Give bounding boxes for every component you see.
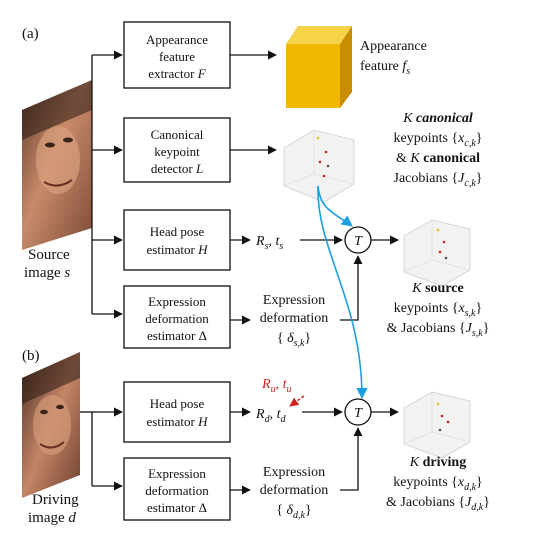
source-kp-line2: keypoints {xs,k} xyxy=(394,301,482,319)
svg-text:Expression: Expression xyxy=(148,294,206,309)
canonical-line4: Jacobians {Jc,k} xyxy=(394,171,483,189)
label-rs-ts: Rs, ts xyxy=(255,234,283,252)
blue-arrow-to-top-t xyxy=(317,185,353,227)
canonical-keypoints-plot xyxy=(283,129,355,203)
blue-arrow-to-bottom-t xyxy=(317,185,368,400)
source-kp-line3: & Jacobians {Js,k} xyxy=(387,321,490,339)
red-dashed-arrow xyxy=(289,395,305,407)
svg-text:Expression: Expression xyxy=(148,466,206,481)
driving-face-image xyxy=(22,352,80,498)
driving-kp-line3: & Jacobians {Jd,k} xyxy=(386,495,490,513)
driving-keypoints-plot xyxy=(403,391,471,459)
appearance-feature-line1: Appearance xyxy=(360,39,427,54)
svg-text:Canonical: Canonical xyxy=(151,127,204,142)
svg-text:deformation: deformation xyxy=(145,483,209,498)
svg-text:estimator Δ: estimator Δ xyxy=(147,328,207,343)
panel-label-a: (a) xyxy=(22,26,39,42)
transform-node-bottom: T xyxy=(344,398,372,426)
svg-text:feature: feature xyxy=(159,49,195,64)
canonical-line3: & K canonical xyxy=(396,151,480,166)
transform-node-top: T xyxy=(344,226,372,254)
svg-text:T: T xyxy=(354,234,363,249)
arrow-expr-s-to-t xyxy=(340,255,363,321)
canonical-line2: keypoints {xc,k} xyxy=(393,131,482,149)
expr-d-line1: Expression xyxy=(263,465,325,480)
box-output-arrows xyxy=(230,50,277,495)
driving-caption-line1: Driving xyxy=(32,492,79,508)
source-caption-line2: image s xyxy=(24,265,70,281)
source-caption-line1: Source xyxy=(28,247,70,263)
expr-s-line3: { δs,k} xyxy=(277,331,311,349)
svg-text:estimator H: estimator H xyxy=(146,242,208,257)
box-canonical-detector: Canonical keypoint detector L xyxy=(123,117,231,183)
svg-text:estimator Δ: estimator Δ xyxy=(147,500,207,515)
appearance-feature-cube xyxy=(286,26,352,108)
driving-caption-line2: image d xyxy=(28,510,76,526)
driving-kp-line1: K driving xyxy=(409,455,466,470)
expr-d-line3: { δd,k} xyxy=(276,503,311,521)
arrow-expr-d-to-t xyxy=(340,427,363,491)
box-expression-source: Expression deformation estimator Δ xyxy=(123,285,231,349)
expr-d-line2: deformation xyxy=(260,483,328,498)
svg-text:Head pose: Head pose xyxy=(150,224,205,239)
svg-text:extractor F: extractor F xyxy=(148,66,206,81)
box-head-pose-driving: Head pose estimator H xyxy=(123,381,231,443)
svg-text:Head pose: Head pose xyxy=(150,396,205,411)
canonical-line1: K canonical xyxy=(402,111,473,126)
driving-kp-line2: keypoints {xd,k} xyxy=(393,475,483,493)
box-appearance-extractor: Appearance feature extractor F xyxy=(123,21,231,89)
svg-text:Appearance: Appearance xyxy=(146,32,208,47)
label-rd-td: Rd, td xyxy=(255,407,286,425)
svg-text:deformation: deformation xyxy=(145,311,209,326)
source-keypoints-plot xyxy=(403,219,471,287)
svg-text:keypoint: keypoint xyxy=(154,144,200,159)
expr-s-line2: deformation xyxy=(260,311,328,326)
expr-s-line1: Expression xyxy=(263,293,325,308)
svg-text:T: T xyxy=(354,406,363,421)
box-expression-driving: Expression deformation estimator Δ xyxy=(123,457,231,521)
source-trunk xyxy=(91,50,123,319)
svg-text:detector L: detector L xyxy=(151,161,203,176)
source-kp-line1: K source xyxy=(411,281,463,296)
svg-text:estimator H: estimator H xyxy=(146,414,208,429)
source-face-image xyxy=(22,80,92,250)
panel-label-b: (b) xyxy=(22,348,40,364)
box-head-pose-source: Head pose estimator H xyxy=(123,209,231,271)
driving-trunk xyxy=(80,407,123,491)
appearance-feature-line2: feature fs xyxy=(360,59,410,77)
label-ru-tu: Ru, tu xyxy=(261,377,291,395)
